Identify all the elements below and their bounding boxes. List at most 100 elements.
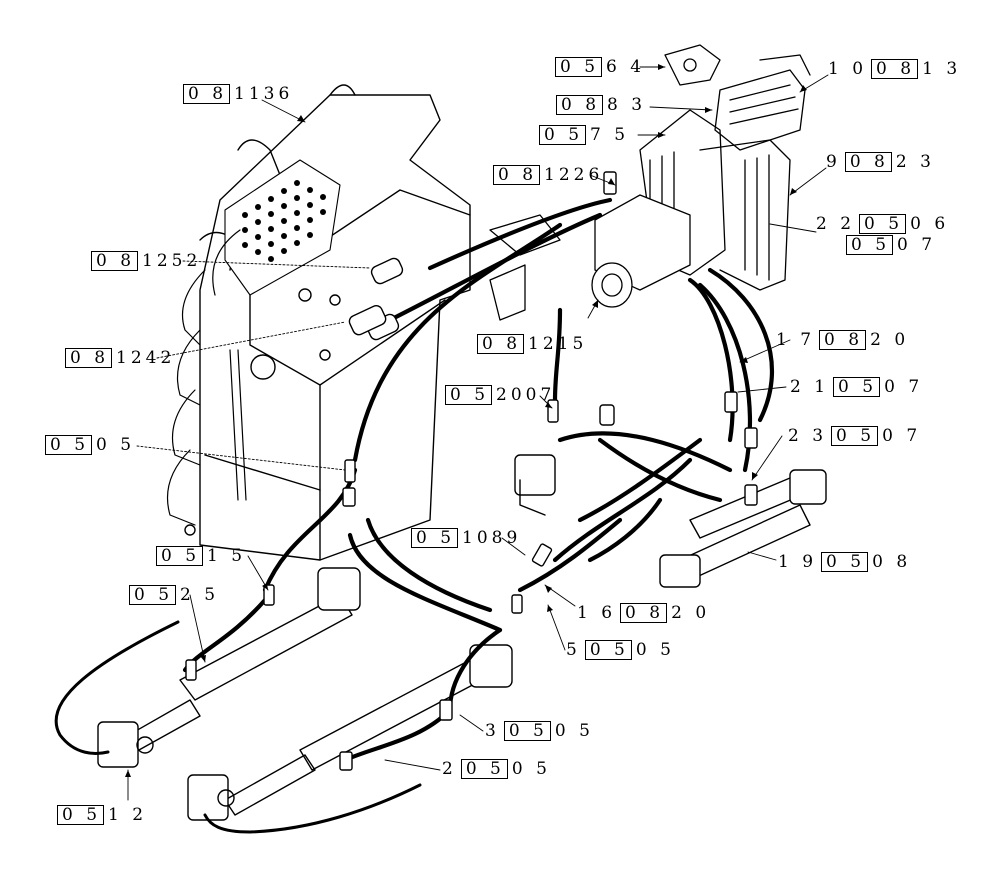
callout-suffix: 1215	[528, 334, 588, 354]
callout-suffix: 0 5	[511, 759, 551, 779]
callout-ref-box: 0 8	[183, 84, 231, 104]
callout-ref-box: 0 5	[859, 214, 907, 234]
callout-ref-box: 0 5	[460, 759, 508, 779]
callout-23-05-07: 2 3 0 5 0 7	[788, 426, 921, 446]
callout-ref-box: 0 5	[833, 377, 881, 397]
callout-10-08-13: 1 0 0 8 1 3	[828, 59, 961, 79]
callout-ref-box: 0 8	[556, 95, 604, 115]
callout-ref-box: 0 5	[555, 57, 603, 77]
callout-ref-box: 0 8	[844, 152, 892, 172]
callout-suffix: 2007	[496, 385, 556, 405]
callout-ref-box: 0 5	[539, 125, 587, 145]
callout-08-1242: 0 8 1242	[65, 348, 175, 368]
hydraulic-hoses	[182, 197, 775, 763]
callout-suffix: 0 7	[897, 235, 937, 255]
callout-22-05-06: 2 2 0 5 0 6	[816, 214, 949, 234]
callout-08-1136: 0 8 1136	[183, 84, 293, 104]
callout-05-64: 0 5 6 4	[555, 57, 645, 77]
callout-05-15: 0 5 1 5	[156, 546, 246, 566]
control-valve	[639, 44, 811, 291]
side-steps	[166, 229, 241, 526]
callout-suffix: 1089	[462, 528, 522, 548]
callout-ref-box: 0 8	[819, 330, 867, 350]
lift-cylinders	[97, 567, 513, 821]
callout-ref-box: 0 5	[57, 805, 105, 825]
callout-08-1252: 0 8 1252	[91, 251, 201, 271]
callout-05-1089: 0 5 1089	[411, 528, 521, 548]
callout-05-05: 0 5 0 5	[45, 435, 135, 455]
callout-item-number: 1 0	[828, 59, 868, 79]
callout-3-05-05: 3 0 5 0 5	[485, 721, 594, 741]
callout-ref-box: 0 5	[156, 546, 204, 566]
callout-suffix: 1 5	[207, 546, 247, 566]
callout-ref-box: 0 5	[584, 640, 632, 660]
callout-suffix: 1 3	[922, 59, 962, 79]
hydraulic-lines	[54, 620, 422, 834]
callout-suffix: 2 3	[895, 152, 935, 172]
callout-19-05-08: 1 9 0 5 0 8	[778, 552, 911, 572]
callout-ref-box: 0 8	[493, 165, 541, 185]
callout-suffix: 0 8	[872, 552, 912, 572]
callout-suffix: 1242	[116, 348, 176, 368]
callout-item-number: 1 9	[778, 552, 818, 572]
callout-ref-box: 0 5	[831, 426, 879, 446]
callout-17-08-20: 1 7 0 8 2 0	[776, 330, 909, 350]
callout-05-12: 0 5 1 2	[57, 805, 147, 825]
callout-item-number: 2 3	[788, 426, 828, 446]
callout-05-25: 0 5 2 5	[129, 585, 219, 605]
callout-05-07: 0 5 0 7	[846, 235, 936, 255]
hose-fittings	[185, 171, 758, 771]
callout-item-number: 1 7	[776, 330, 816, 350]
callout-suffix: 0 7	[884, 377, 924, 397]
pump-motor	[489, 194, 691, 321]
callout-16-08-20: 1 6 0 8 2 0	[577, 603, 710, 623]
callout-ref-box: 0 5	[503, 721, 551, 741]
callout-item-number: 2	[442, 759, 457, 779]
callout-suffix: 2 0	[870, 330, 910, 350]
callout-suffix: 2 5	[180, 585, 220, 605]
callout-9-08-23: 9 0 8 2 3	[826, 152, 935, 172]
callout-suffix: 0 5	[554, 721, 594, 741]
callout-08-83: 0 8 8 3	[556, 95, 646, 115]
callout-ref-box: 0 8	[871, 59, 919, 79]
callout-05-75: 0 5 7 5	[539, 125, 629, 145]
callout-suffix: 0 7	[882, 426, 922, 446]
callout-suffix: 7 5	[590, 125, 630, 145]
callout-suffix: 1136	[234, 84, 294, 104]
callout-ref-box: 0 5	[445, 385, 493, 405]
callout-ref-box: 0 5	[411, 528, 459, 548]
callout-item-number: 2 2	[816, 214, 856, 234]
callout-suffix: 0 5	[635, 640, 675, 660]
callout-08-1226: 0 8 1226	[493, 165, 603, 185]
callout-ref-box: 0 5	[821, 552, 869, 572]
callout-item-number: 5	[566, 640, 581, 660]
callout-suffix: 1 2	[108, 805, 148, 825]
leader-arrowheads	[125, 64, 807, 777]
callout-suffix: 1226	[544, 165, 604, 185]
callout-suffix: 6 4	[606, 57, 646, 77]
callout-item-number: 2 1	[790, 377, 830, 397]
callout-suffix: 1252	[142, 251, 202, 271]
callout-5-05-05: 5 0 5 0 5	[566, 640, 675, 660]
grille-panel	[224, 159, 341, 296]
callout-ref-box: 0 8	[620, 603, 668, 623]
callout-21-05-07: 2 1 0 5 0 7	[790, 377, 923, 397]
callout-suffix: 0 5	[96, 435, 136, 455]
callout-2-05-05: 2 0 5 0 5	[442, 759, 551, 779]
callout-05-2007: 0 5 2007	[445, 385, 555, 405]
callout-suffix: 2 0	[671, 603, 711, 623]
callout-ref-box: 0 8	[477, 334, 525, 354]
callout-ref-box: 0 8	[65, 348, 113, 368]
callout-item-number: 1 6	[577, 603, 617, 623]
callout-ref-box: 0 8	[91, 251, 139, 271]
callout-ref-box: 0 5	[45, 435, 93, 455]
tilt-cylinders	[514, 454, 827, 588]
callout-suffix: 0 6	[910, 214, 950, 234]
callout-item-number: 3	[485, 721, 500, 741]
callout-item-number: 9	[826, 152, 841, 172]
callout-ref-box: 0 5	[846, 235, 894, 255]
callout-ref-box: 0 5	[129, 585, 177, 605]
callout-08-1215: 0 8 1215	[477, 334, 587, 354]
callout-suffix: 8 3	[607, 95, 647, 115]
